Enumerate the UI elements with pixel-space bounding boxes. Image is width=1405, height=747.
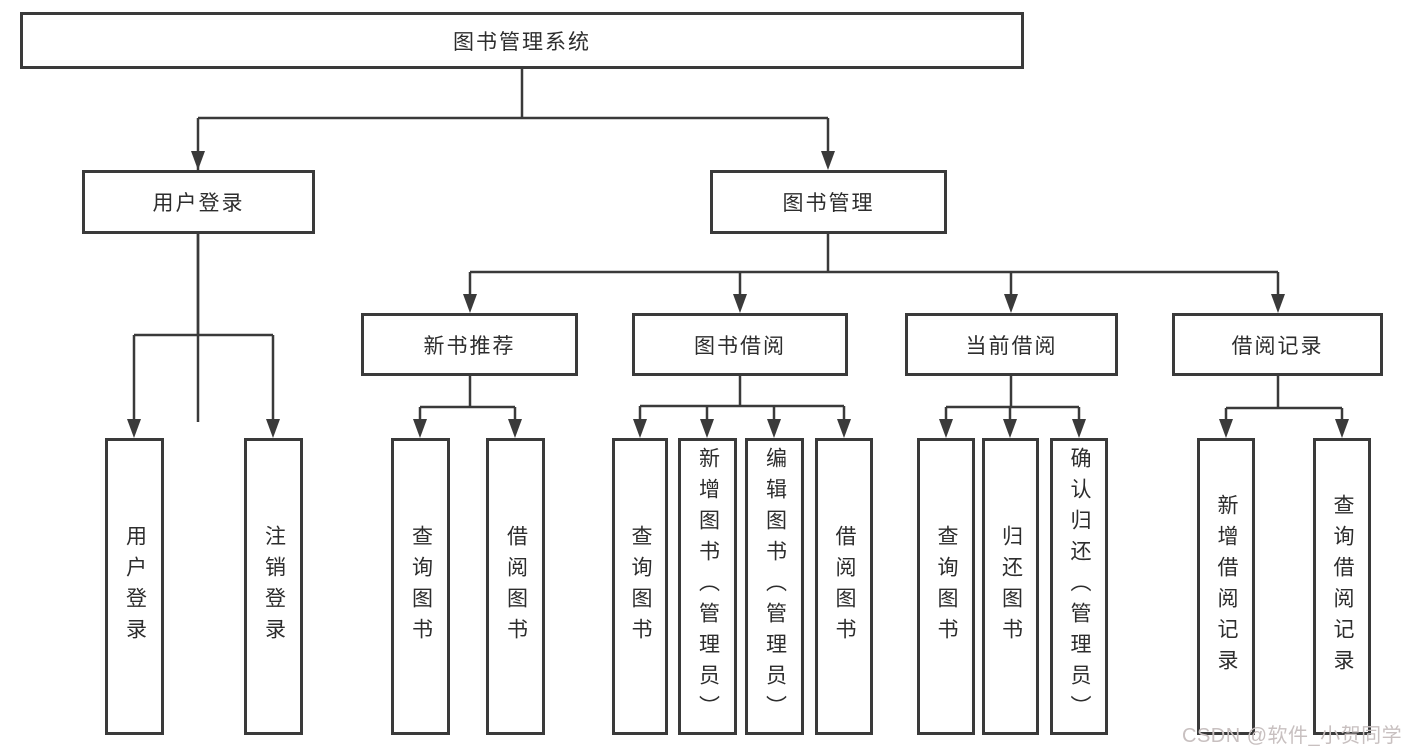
csdn-watermark: CSDN @软件_小贺同学	[1182, 725, 1403, 747]
node-new-book-recommendation: 新书推荐	[361, 313, 578, 376]
node-book-borrowing: 图书借阅	[632, 313, 848, 376]
leaf-borrow-books: 借阅图书	[815, 438, 873, 735]
leaf-user-login: 用户登录	[105, 438, 164, 735]
leaf-logout: 注销登录	[244, 438, 303, 735]
connector-manage-to-level3	[468, 233, 1280, 298]
leaf-query-books: 查询图书	[917, 438, 975, 735]
arrowhead	[463, 294, 477, 313]
arrowhead	[939, 419, 953, 438]
arrowhead	[191, 151, 205, 170]
arrowhead	[767, 419, 781, 438]
arrowhead	[821, 151, 835, 170]
arrowhead	[508, 419, 522, 438]
node-library-management-system: 图书管理系统	[20, 12, 1024, 69]
arrowhead	[266, 419, 280, 438]
arrowhead	[1271, 294, 1285, 313]
connector-records-to-leaves	[1224, 375, 1344, 423]
arrowhead	[837, 419, 851, 438]
arrowhead	[127, 419, 141, 438]
arrowhead	[633, 419, 647, 438]
node-current-borrowing: 当前借阅	[905, 313, 1118, 376]
arrowhead	[733, 294, 747, 313]
arrowhead	[1219, 419, 1233, 438]
connector-borrow-to-leaves	[638, 375, 846, 423]
arrowhead	[1004, 294, 1018, 313]
arrowhead	[413, 419, 427, 438]
leaf-query-borrow-record: 查询借阅记录	[1313, 438, 1371, 735]
node-borrowing-records: 借阅记录	[1172, 313, 1383, 376]
node-user-login: 用户登录	[82, 170, 315, 234]
connector-recommend-to-leaves	[418, 375, 517, 423]
leaf-query-books: 查询图书	[391, 438, 450, 735]
arrowhead	[700, 419, 714, 438]
leaf-confirm-return-admin: 确认归还（管理员）	[1050, 438, 1108, 735]
connector-root-to-level2	[196, 68, 830, 422]
arrowhead	[1003, 419, 1017, 438]
arrowheads	[127, 151, 1349, 438]
arrowhead	[1335, 419, 1349, 438]
leaf-edit-books-admin: 编辑图书（管理员）	[745, 438, 804, 735]
leaf-add-books-admin: 新增图书（管理员）	[678, 438, 737, 735]
node-book-management: 图书管理	[710, 170, 947, 234]
leaf-return-books: 归还图书	[982, 438, 1039, 735]
leaf-add-borrow-record: 新增借阅记录	[1197, 438, 1255, 735]
connector-login-to-leaves	[132, 233, 275, 423]
leaf-borrow-books: 借阅图书	[486, 438, 545, 735]
leaf-query-books: 查询图书	[612, 438, 668, 735]
arrowhead	[1072, 419, 1086, 438]
connector-current-to-leaves	[944, 375, 1081, 423]
